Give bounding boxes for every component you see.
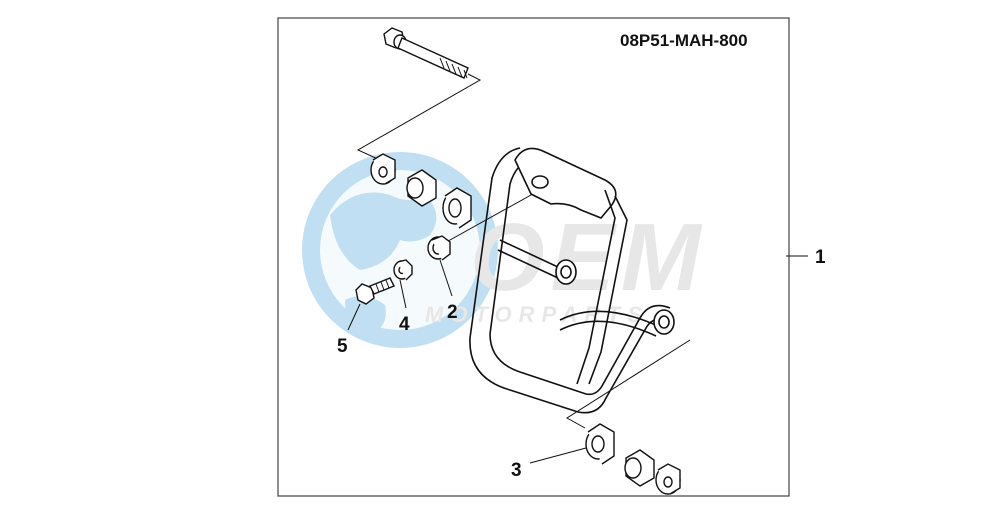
long-bolt: [383, 27, 469, 79]
callout-3: 3: [511, 460, 522, 481]
watermark-sub: MOTORPARTS: [425, 302, 649, 327]
lower-mount-set: [585, 423, 681, 495]
callout-2: 2: [447, 302, 458, 323]
diagram-frame: [277, 17, 790, 497]
callout-5-leader: [347, 303, 361, 331]
callout-4: 4: [399, 314, 410, 335]
callout-5: 5: [337, 336, 348, 357]
callout-1: 1: [815, 247, 826, 268]
part-number-label: 08P51-MAH-800: [620, 31, 748, 50]
watermark: OEM MOTORPARTS: [302, 152, 707, 348]
callout-3-leader: [529, 447, 587, 464]
guard-frame: [469, 147, 675, 414]
grommet-part-2: [427, 235, 451, 261]
upper-mount-set: [370, 153, 472, 229]
callout-2-leader: [439, 259, 453, 297]
watermark-brand: OEM: [470, 204, 707, 311]
callout-4-leader: [399, 279, 407, 309]
washer-part-4: [393, 259, 413, 281]
bolt-part-5: [355, 277, 395, 305]
